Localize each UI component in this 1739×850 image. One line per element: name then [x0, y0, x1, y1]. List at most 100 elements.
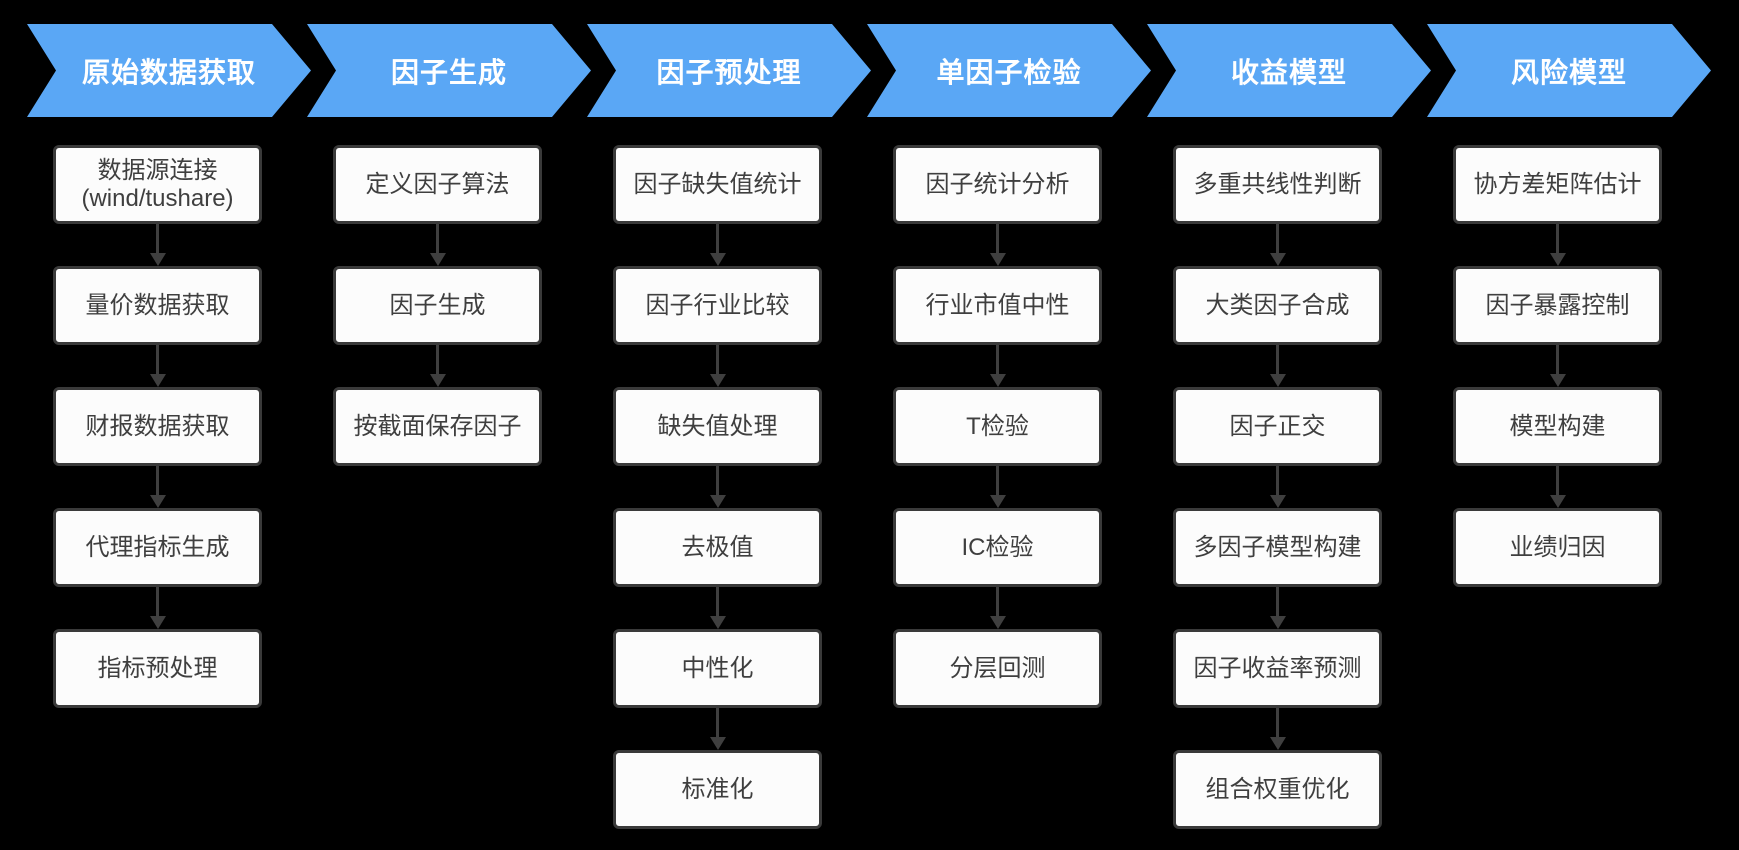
down-arrow-icon: [893, 466, 1102, 508]
step-box: IC检验: [893, 508, 1102, 587]
arrow-head: [149, 495, 166, 508]
arrow-line: [1276, 466, 1279, 495]
down-arrow-icon: [1173, 708, 1382, 750]
arrow-line: [1276, 224, 1279, 253]
column-return-model: 多重共线性判断 大类因子合成 因子正交 多因子模型构建 因子收益率预测 组合权重…: [1173, 145, 1382, 829]
step-label: 按截面保存因子: [353, 412, 522, 440]
down-arrow-icon: [893, 587, 1102, 629]
step-label: 标准化: [681, 775, 754, 803]
arrow-line: [156, 224, 159, 253]
step-box: 代理指标生成: [53, 508, 262, 587]
arrow-line: [436, 224, 439, 253]
arrow-head: [429, 253, 446, 266]
arrow-head: [429, 374, 446, 387]
arrow-head: [1269, 616, 1286, 629]
step-label: 业绩归因: [1509, 533, 1606, 561]
step-box: 指标预处理: [53, 629, 262, 708]
step-box: 定义因子算法: [333, 145, 542, 224]
arrow-head: [989, 374, 1006, 387]
step-box: 因子正交: [1173, 387, 1382, 466]
stage-header-preprocess: 因子预处理: [587, 24, 871, 117]
stage-header-single-test: 单因子检验: [867, 24, 1151, 117]
arrow-line: [1276, 345, 1279, 374]
step-box: 财报数据获取: [53, 387, 262, 466]
step-box: 组合权重优化: [1173, 750, 1382, 829]
arrow-head: [709, 737, 726, 750]
step-label: 中性化: [681, 654, 754, 682]
arrow-line: [716, 224, 719, 253]
arrow-head: [1269, 495, 1286, 508]
arrow-head: [989, 253, 1006, 266]
step-label: 组合权重优化: [1205, 775, 1350, 803]
arrow-head: [1269, 253, 1286, 266]
step-label: 协方差矩阵估计: [1473, 170, 1642, 198]
down-arrow-icon: [333, 345, 542, 387]
step-box: 模型构建: [1453, 387, 1662, 466]
step-label: 指标预处理: [97, 654, 218, 682]
step-box: 分层回测: [893, 629, 1102, 708]
step-label: 因子统计分析: [925, 170, 1070, 198]
down-arrow-icon: [613, 466, 822, 508]
down-arrow-icon: [1173, 466, 1382, 508]
arrow-head: [709, 495, 726, 508]
arrow-head: [149, 374, 166, 387]
step-label: 财报数据获取: [85, 412, 230, 440]
stage-header-label: 因子生成: [390, 56, 507, 88]
step-box: 因子收益率预测: [1173, 629, 1382, 708]
step-box: 因子统计分析: [893, 145, 1102, 224]
down-arrow-icon: [613, 587, 822, 629]
step-box: 缺失值处理: [613, 387, 822, 466]
arrow-head: [709, 253, 726, 266]
arrow-line: [716, 708, 719, 737]
arrow-head: [709, 616, 726, 629]
step-box: 标准化: [613, 750, 822, 829]
down-arrow-icon: [53, 466, 262, 508]
step-box: 多重共线性判断: [1173, 145, 1382, 224]
stage-header-label: 原始数据获取: [81, 56, 256, 88]
step-label: 缺失值处理: [657, 412, 778, 440]
down-arrow-icon: [893, 345, 1102, 387]
column-factor-gen: 定义因子算法 因子生成 按截面保存因子: [333, 145, 542, 466]
arrow-line: [436, 345, 439, 374]
stage-header-label: 收益模型: [1230, 56, 1347, 88]
step-box: 数据源连接 (wind/tushare): [53, 145, 262, 224]
column-preprocess: 因子缺失值统计 因子行业比较 缺失值处理 去极值 中性化 标准化: [613, 145, 822, 829]
step-box: 协方差矩阵估计: [1453, 145, 1662, 224]
arrow-line: [716, 466, 719, 495]
stage-header-label: 风险模型: [1510, 56, 1627, 88]
arrow-head: [989, 495, 1006, 508]
down-arrow-icon: [1453, 466, 1662, 508]
arrow-line: [996, 345, 999, 374]
arrow-line: [156, 466, 159, 495]
down-arrow-icon: [613, 345, 822, 387]
step-label: 因子行业比较: [645, 291, 790, 319]
step-label: 代理指标生成: [85, 533, 230, 561]
arrow-line: [1276, 708, 1279, 737]
step-box: 因子生成: [333, 266, 542, 345]
step-label: 数据源连接 (wind/tushare): [81, 156, 234, 212]
step-box: 量价数据获取: [53, 266, 262, 345]
step-label: T检验: [966, 412, 1029, 440]
stage-header-return-model: 收益模型: [1147, 24, 1431, 117]
arrow-head: [149, 253, 166, 266]
step-label: 因子生成: [389, 291, 486, 319]
column-raw-data: 数据源连接 (wind/tushare) 量价数据获取 财报数据获取 代理指标生…: [53, 145, 262, 708]
down-arrow-icon: [613, 224, 822, 266]
step-box: T检验: [893, 387, 1102, 466]
stage-header-raw-data: 原始数据获取: [27, 24, 311, 117]
down-arrow-icon: [1173, 587, 1382, 629]
step-label: 因子收益率预测: [1193, 654, 1362, 682]
arrow-line: [1556, 224, 1559, 253]
step-box: 去极值: [613, 508, 822, 587]
down-arrow-icon: [1453, 224, 1662, 266]
step-label: 分层回测: [949, 654, 1046, 682]
column-risk-model: 协方差矩阵估计 因子暴露控制 模型构建 业绩归因: [1453, 145, 1662, 587]
step-box: 按截面保存因子: [333, 387, 542, 466]
step-box: 因子缺失值统计: [613, 145, 822, 224]
step-label: 因子缺失值统计: [633, 170, 802, 198]
step-box: 中性化: [613, 629, 822, 708]
arrow-head: [1269, 737, 1286, 750]
step-label: 量价数据获取: [85, 291, 230, 319]
arrow-line: [1556, 345, 1559, 374]
step-box: 行业市值中性: [893, 266, 1102, 345]
